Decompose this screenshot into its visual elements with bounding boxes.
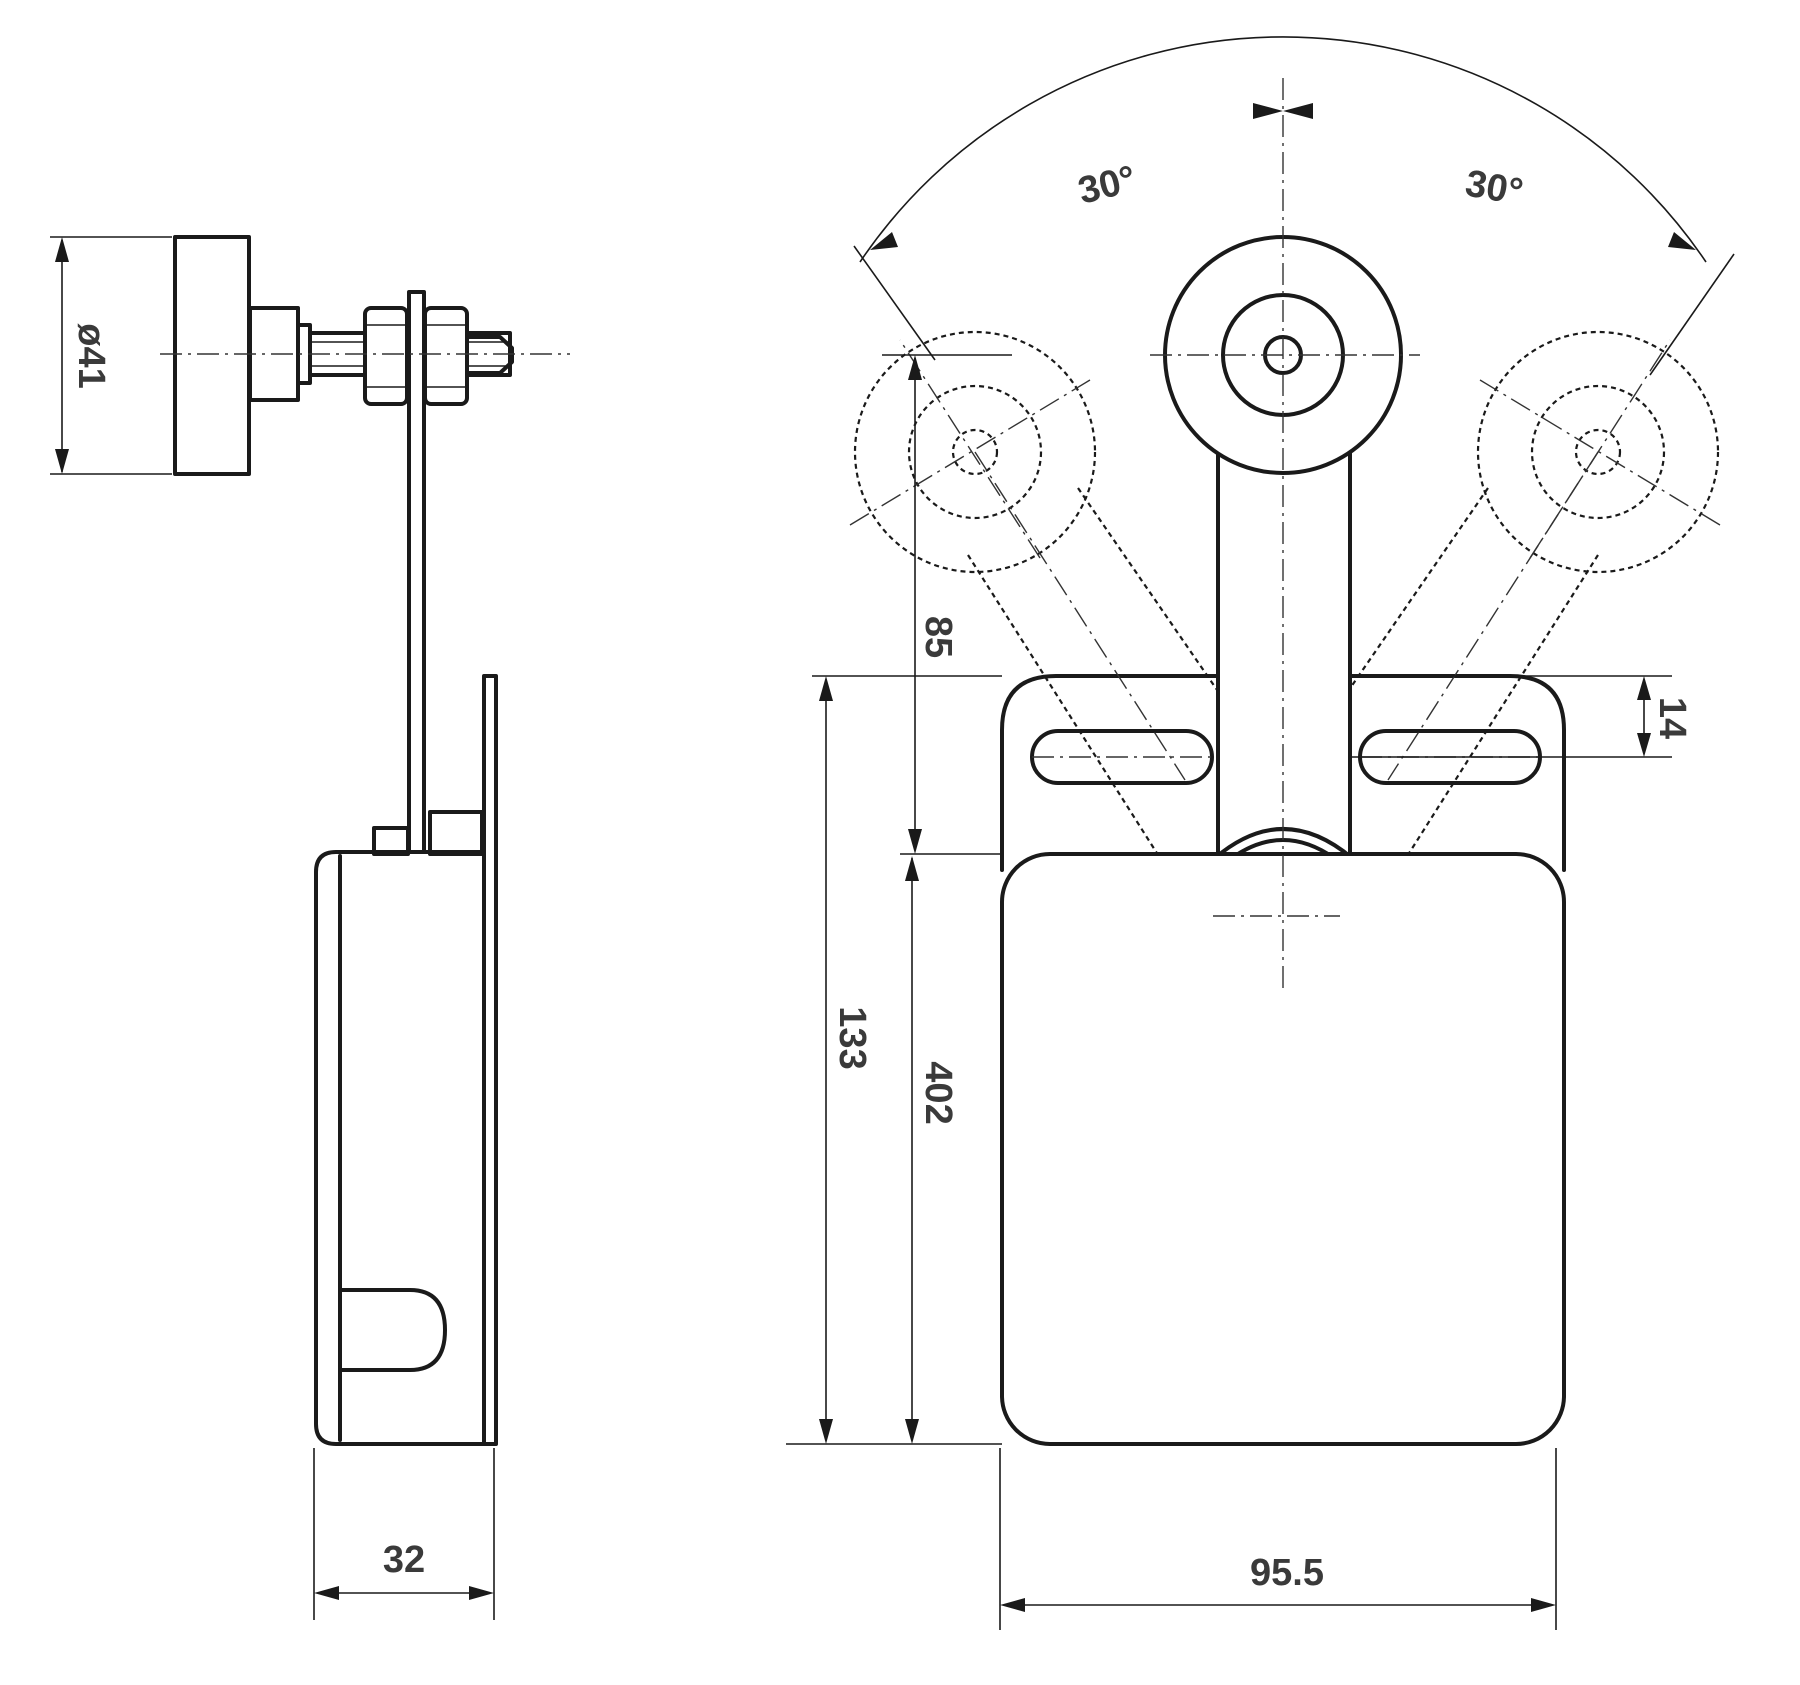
- dim-diameter: ø41: [70, 323, 112, 388]
- front-arm-center: [1216, 448, 1352, 864]
- dim-angle-left: 30°: [1074, 158, 1140, 213]
- side-block-right: [428, 810, 484, 856]
- dim-front-width: 95.5: [1250, 1552, 1324, 1594]
- side-lever: [407, 290, 426, 854]
- dim-body-height: 402: [917, 1061, 959, 1124]
- side-roller: [173, 235, 251, 476]
- front-arm-left-hidden: [849, 330, 1225, 859]
- side-cable-gland: [338, 1288, 447, 1372]
- front-housing: [1000, 852, 1566, 1446]
- side-housing: [314, 850, 486, 1446]
- dim-angle-arc: [859, 36, 1707, 263]
- side-nut-right: [423, 306, 469, 406]
- front-view: 30° 30° 85 133 402 14 95.5: [786, 36, 1735, 1630]
- dim-slot-height: 14: [1651, 697, 1693, 739]
- dim-side-width: 32: [383, 1539, 425, 1581]
- front-arm-right-hidden: [1341, 330, 1721, 859]
- dim-arm-length: 85: [917, 616, 959, 658]
- side-nut-left: [363, 306, 409, 406]
- dim-total-height: 133: [831, 1006, 873, 1069]
- dim-angle-right: 30°: [1462, 163, 1526, 214]
- side-view: ø41 32: [50, 235, 570, 1620]
